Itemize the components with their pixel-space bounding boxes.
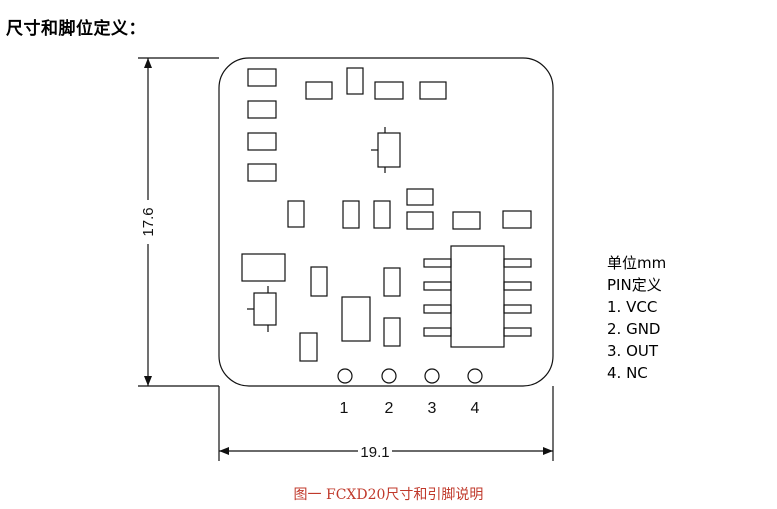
ic-pin-left [423, 304, 452, 314]
height-dimension-label: 17.6 [140, 207, 157, 236]
pin-number-1: 1 [340, 400, 349, 417]
arrowhead [144, 58, 152, 68]
ic-pin-right [503, 258, 532, 268]
pin-hole-1 [337, 368, 353, 384]
unit-label: 单位mm [607, 254, 667, 272]
ic-pin-right [503, 281, 532, 291]
ic-pin-left [423, 281, 452, 291]
figure-caption: 图一 FCXD20尺寸和引脚说明 [293, 487, 484, 503]
component-pad [287, 200, 305, 228]
pin-number-3: 3 [428, 400, 437, 417]
component-pad [247, 68, 277, 87]
pin-definition-item: 2. GND [607, 320, 661, 338]
component-pad [305, 81, 333, 100]
component-pad [346, 67, 364, 95]
component-pad [419, 81, 447, 100]
component-pad [452, 211, 481, 230]
pin-hole-4 [467, 368, 483, 384]
component-pad [374, 81, 404, 100]
component-pad [406, 188, 434, 206]
width-dimension-label: 19.1 [360, 444, 389, 461]
arrowhead [543, 447, 553, 455]
arrowhead [144, 376, 152, 386]
ic-pin-left [423, 327, 452, 337]
ic-pin-left [423, 258, 452, 268]
pin-definition-item: 3. OUT [607, 342, 659, 360]
component-pad [502, 210, 532, 229]
component-pad [310, 266, 328, 297]
component-pad [247, 100, 277, 119]
ic-pin-right [503, 327, 532, 337]
component-pad [341, 296, 371, 342]
ic-pin-right [503, 304, 532, 314]
pin-definition-item: 1. VCC [607, 298, 658, 316]
pin-number-2: 2 [385, 400, 394, 417]
arrowhead [219, 447, 229, 455]
pin-hole-2 [381, 368, 397, 384]
component-pad [342, 200, 360, 229]
pin-number-4: 4 [471, 400, 480, 417]
board-outline [218, 57, 554, 387]
component-pad [373, 200, 391, 229]
component-pad [247, 163, 277, 182]
component-pad [241, 253, 286, 282]
pin-definition-item: 4. NC [607, 364, 648, 382]
component-pad [383, 317, 401, 347]
component-pad [383, 267, 401, 297]
component-pad [247, 132, 277, 151]
section-heading: 尺寸和脚位定义： [6, 19, 146, 39]
ic-chip-body [450, 245, 505, 348]
pin-hole-3 [424, 368, 440, 384]
pin-legend: 单位mm PIN定义 1. VCC 2. GND 3. OUT 4. NC [607, 252, 666, 384]
pin-definition-title: PIN定义 [607, 276, 662, 294]
transistor-body [253, 292, 277, 326]
transistor-body [377, 132, 401, 168]
component-pad [406, 211, 434, 230]
component-pad [299, 332, 318, 362]
